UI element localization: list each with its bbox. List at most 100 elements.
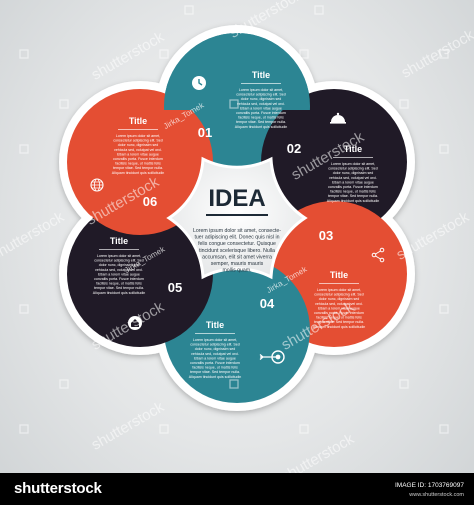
petal-body-line: Etiam a lorem vitae augue — [332, 180, 374, 184]
petal-title: Title — [206, 320, 224, 330]
petal-body-line: Lorem ipsum dolor sit amet, — [116, 134, 160, 138]
petal-02 — [260, 89, 407, 235]
watermark-mark — [314, 5, 324, 15]
petal-05 — [67, 201, 214, 347]
petal-body-line: dolor nunc, dignissim sed — [195, 347, 236, 351]
petal-body-line: tempor vitae. Sed tempor nulla. — [328, 194, 378, 198]
petal-body-line: tempor vitae. Sed tempor nulla. — [94, 286, 144, 290]
petal-body-line: Lorem ipsum dolor sit amet, — [317, 288, 361, 292]
petal-number: 06 — [143, 194, 157, 209]
watermark-mark — [159, 49, 169, 59]
petal-body-line: consectetur adipiscing elit. Sed — [190, 343, 240, 347]
watermark-mark — [19, 304, 29, 314]
home-icon — [128, 316, 142, 330]
watermark-text: shutterstock — [88, 398, 167, 453]
petal-body-line: Lorem ipsum dolor sit amet, — [239, 88, 283, 92]
watermark-mark — [439, 304, 449, 314]
target-arrow-icon — [259, 350, 285, 364]
watermark-mark — [439, 49, 449, 59]
watermark-mark — [299, 49, 309, 59]
watermark-mark — [399, 379, 409, 389]
petal-body-line: dolor nunc, dignissim sed — [118, 143, 159, 147]
petal-body-line: consectetur adipiscing elit. Sed — [328, 167, 378, 171]
petal-title: Title — [344, 144, 362, 154]
share-icon — [371, 247, 385, 263]
petal-body-line: Etiam a lorem vitae augue — [318, 306, 360, 310]
watermark-text: shutterstock — [0, 208, 67, 263]
petal-body-line: dolor nunc, dignissim sed — [333, 171, 374, 175]
petal-body-line: Etiam a lorem vitae augue — [240, 106, 282, 110]
petal-body-line: convallis porta. Fusce interdum — [314, 311, 364, 315]
petal-body-line: tempor vitae. Sed tempor nulla. — [236, 120, 286, 124]
petal-body-line: vehicula sed, volutpat vel orci. — [329, 176, 377, 180]
watermark-mark — [439, 144, 449, 154]
petal-number: 01 — [198, 125, 212, 140]
watermark-text: shutterstock — [88, 28, 167, 83]
watermark-mark — [19, 49, 29, 59]
petal-body-line: Etiam a lorem vitae augue — [98, 272, 140, 276]
petal-body-line: vehicula sed, volutpat vel orci. — [315, 302, 363, 306]
petal-title-rule — [195, 333, 235, 334]
petal-title-rule — [333, 157, 373, 158]
watermark-mark — [229, 99, 239, 109]
petal-body-line: vehicula sed, volutpat vel orci. — [237, 102, 285, 106]
cloche-icon — [330, 112, 346, 124]
center-body-line: tincidunt scelerisque libero. Nulla — [199, 248, 275, 254]
petal-body-line: convallis porta. Fusce interdum — [113, 157, 163, 161]
petal-body-line: convallis porta. Fusce interdum — [328, 185, 378, 189]
petal-body-line: consectetur adipiscing elit. Sed — [314, 293, 364, 297]
petal-body-line: vehicula sed, volutpat vel orci. — [191, 352, 239, 356]
petal-body-line: vehicula sed, volutpat vel orci. — [95, 268, 143, 272]
watermark-mark — [19, 424, 29, 434]
center-body-line: tuer adipiscing elit. Donec quis nisl in — [194, 235, 279, 241]
center-swirl — [166, 156, 308, 280]
petal-body-line: convallis porta. Fusce interdum — [190, 361, 240, 365]
petal-body-line: tempor vitae. Sed tempor nulla. — [190, 370, 240, 374]
petal-title: Title — [252, 70, 270, 80]
petal-body-line: vehicula sed, volutpat vel orci. — [114, 148, 162, 152]
petal-body-line: Etiam a lorem vitae augue — [194, 356, 236, 360]
petal-title-rule — [319, 283, 359, 284]
petal-body-line: tempor vitae. Sed tempor nulla. — [314, 320, 364, 324]
globe-icon — [90, 178, 104, 192]
petal-body-line: facilisis neque, ut mattis felis — [192, 366, 238, 370]
center-body-line: semper, mauris mauris — [211, 261, 264, 267]
petal-number: 04 — [260, 296, 275, 311]
watermark-mark — [439, 424, 449, 434]
watermark-mark — [59, 99, 69, 109]
petal-body-line: facilisis neque, ut mattis felis — [115, 162, 161, 166]
petal-title: Title — [330, 270, 348, 280]
center-body-line: Lorem ipsum dolor sit amet, consecte- — [193, 228, 281, 234]
petal-body-line: facilisis neque, ut mattis felis — [96, 282, 142, 286]
petal-body-line: Lorem ipsum dolor sit amet, — [193, 338, 237, 342]
watermark-mark — [19, 144, 29, 154]
watermark-mark — [159, 424, 169, 434]
petal-body-line: Aliquam tincidunt quis sollicitudin — [327, 199, 380, 203]
center-body-line: mollis quam. — [222, 268, 251, 274]
petal-title: Title — [110, 236, 128, 246]
petal-body-line: consectetur adipiscing elit. Sed — [94, 259, 144, 263]
petal-body-line: Aliquam tincidunt quis sollicitudin — [189, 375, 242, 379]
petal-06 — [67, 89, 214, 235]
petal-number: 03 — [319, 228, 333, 243]
petal-body-line: Lorem ipsum dolor sit amet, — [97, 254, 141, 258]
center-title: IDEA — [208, 185, 265, 212]
petal-01-overlap — [164, 33, 310, 110]
petal-body-line: facilisis neque, ut mattis felis — [316, 316, 362, 320]
petal-body-line: dolor nunc, dignissim sed — [319, 297, 360, 301]
petal-title-rule — [99, 249, 139, 250]
center-body-line: felis congue consectetur. Quisque — [198, 241, 276, 247]
clock-icon — [192, 76, 206, 90]
petal-body-line: Aliquam tincidunt quis sollicitudin — [235, 125, 288, 129]
petal-title: Title — [129, 116, 147, 126]
petal-body-line: Aliquam tincidunt quis sollicitudin — [112, 171, 165, 175]
petal-body-line: facilisis neque, ut mattis felis — [330, 190, 376, 194]
center-body-line: accumsan, elit sit amet viverra — [202, 254, 272, 260]
petal-body-line: tempor vitae. Sed tempor nulla. — [113, 166, 163, 170]
petal-body-line: Etiam a lorem vitae augue — [117, 152, 159, 156]
